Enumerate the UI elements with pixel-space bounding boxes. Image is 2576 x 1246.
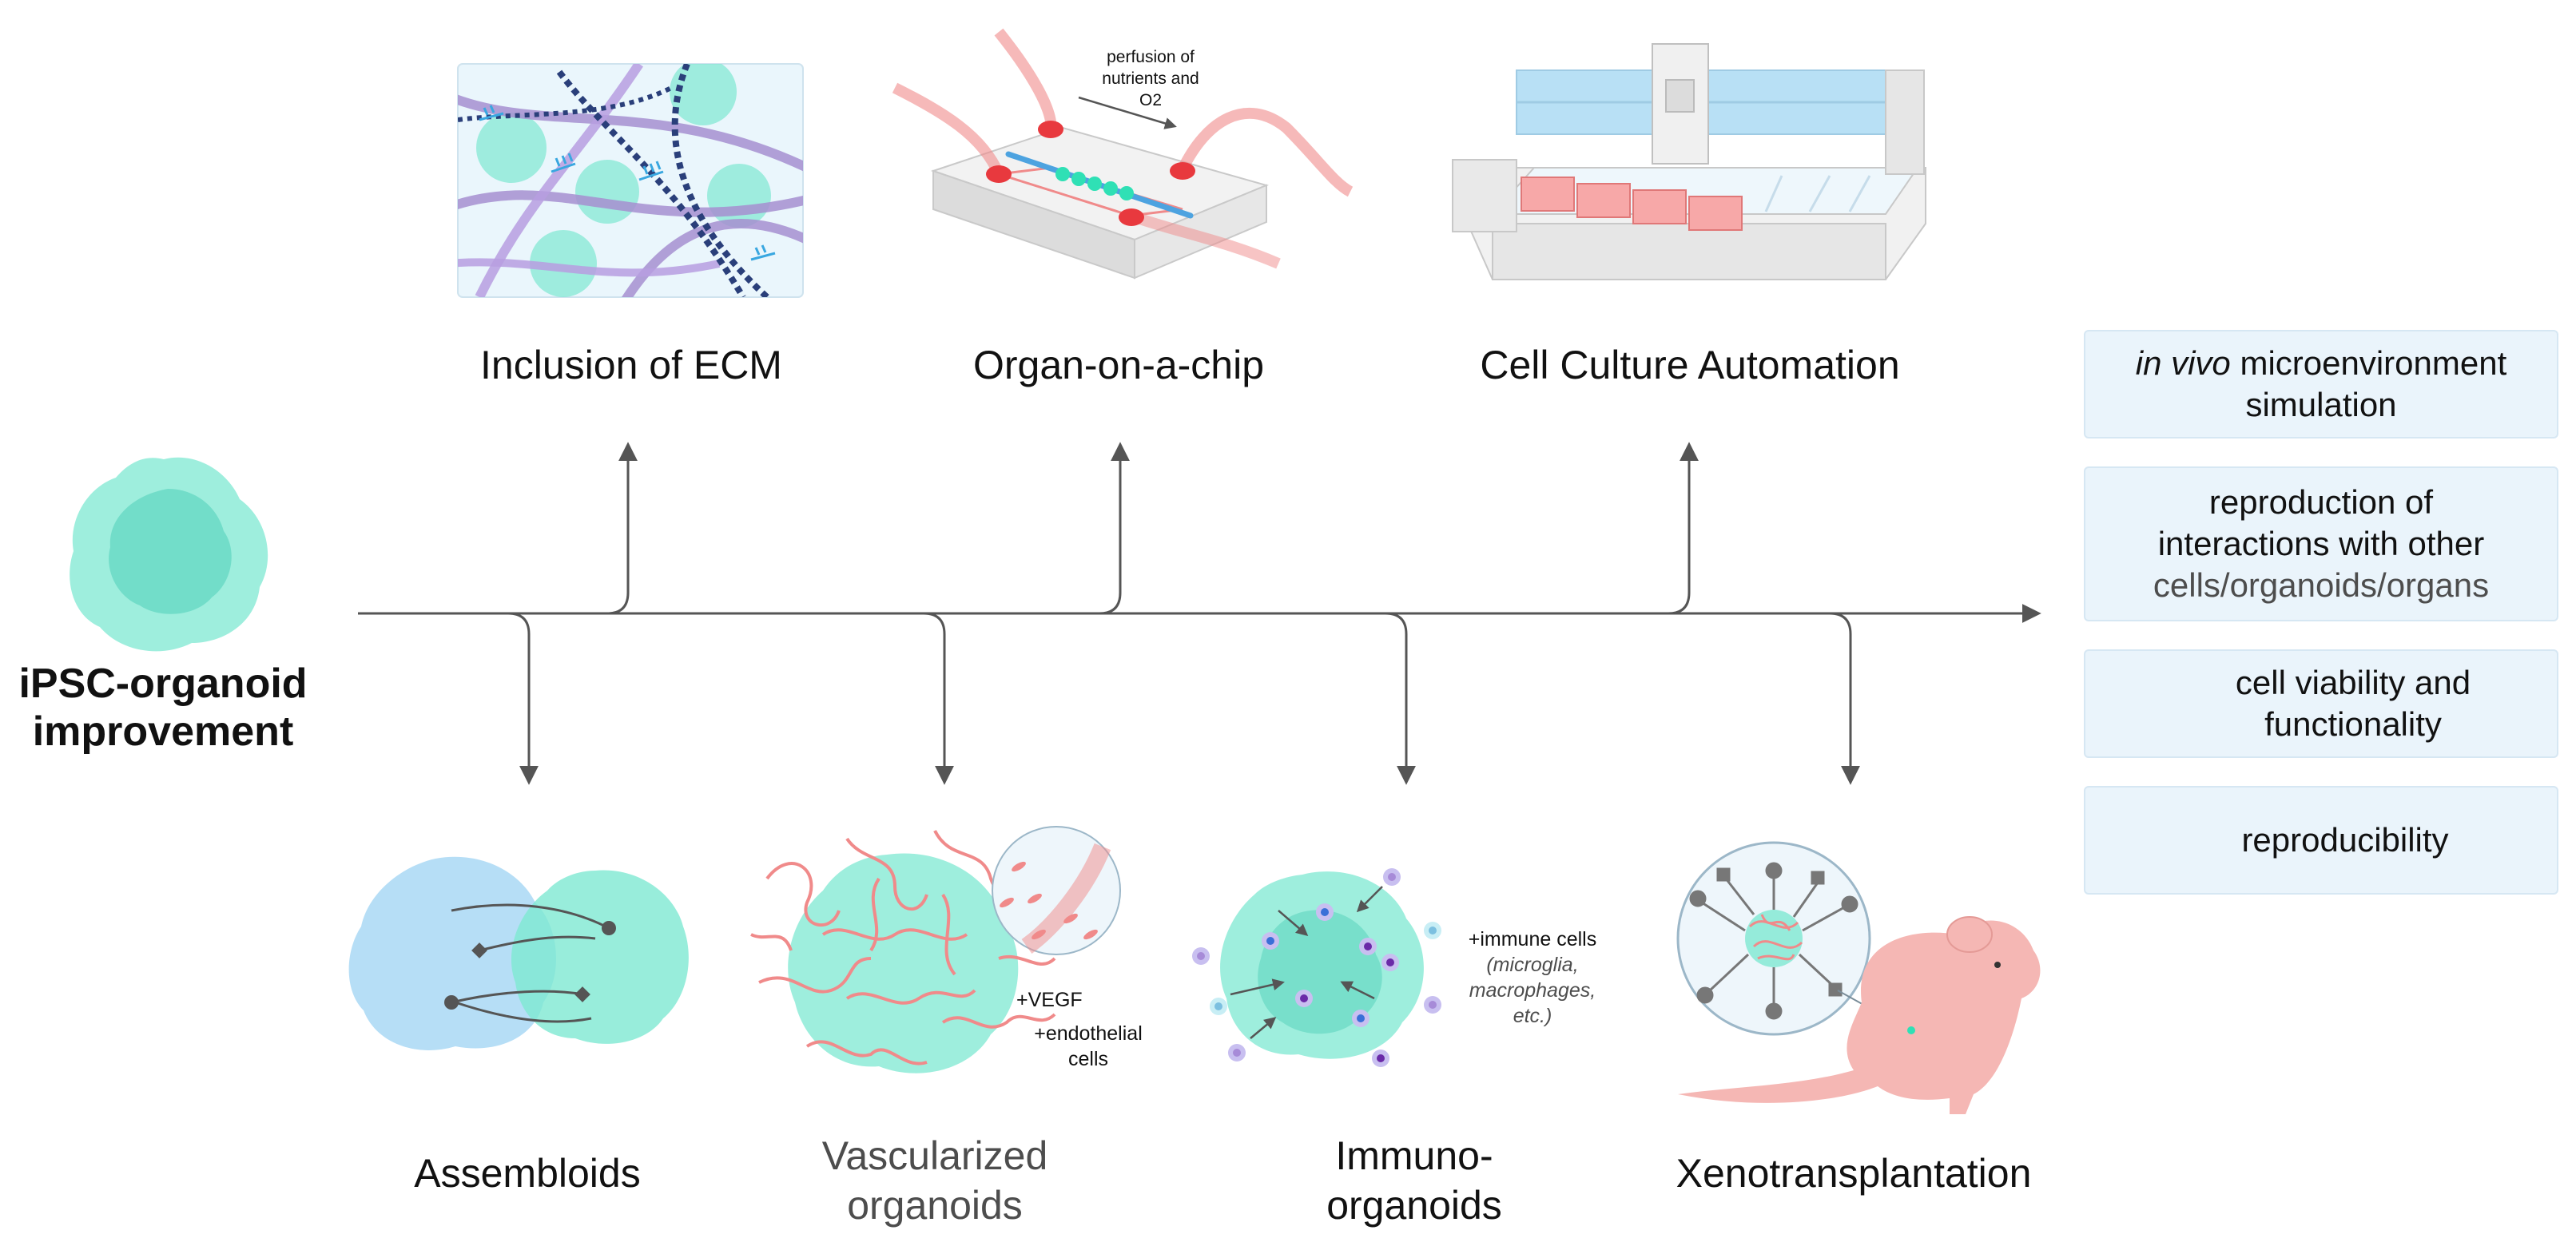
label-ecm: Inclusion of ECM [480, 343, 782, 387]
endothelial-line1: +endothelial [1034, 1022, 1143, 1045]
branch-assembloids [507, 612, 539, 785]
outcome-interactions-line3: cells/organoids/organs [2153, 566, 2490, 604]
outcome-interactions-line2: interactions with other [2157, 525, 2485, 562]
outcome-invivo-line2: simulation [2245, 386, 2397, 423]
outcome-interactions-line1: reproduction of [2208, 483, 2434, 521]
perfusion-line2: nutrients and [1102, 69, 1199, 88]
immuno-illustration [1192, 868, 1441, 1067]
outcome-viability-line1: cell viability and [2235, 664, 2471, 701]
label-vascularized: Vascularized organoids [767, 1131, 1103, 1230]
main-title-line2: improvement [32, 708, 294, 755]
annotation-endothelial: +endothelial cells [1008, 1021, 1168, 1072]
branch-vascularized [923, 612, 954, 785]
label-chip: Organ-on-a-chip [972, 343, 1265, 387]
vascularized-illustration [750, 826, 1121, 1073]
endothelial-line2: cells [1067, 1048, 1108, 1070]
main-title: iPSC-organoid improvement [11, 660, 315, 756]
label-assembloids: Assembloids [414, 1151, 641, 1196]
branch-immuno [1385, 612, 1416, 785]
outcome-viability-line2: functionality [2264, 705, 2442, 743]
label-immuno: Immuno- organoids [1246, 1131, 1582, 1230]
branch-xeno [1829, 612, 1860, 785]
label-vascularized-line2: organoids [847, 1183, 1023, 1228]
main-title-line1: iPSC-organoid [18, 661, 308, 707]
label-immuno-line2: organoids [1326, 1183, 1502, 1228]
label-immuno-line1: Immuno- [1335, 1133, 1493, 1178]
outcome-box-reproducibility: reproducibility [2084, 786, 2558, 895]
outcome-box-viability: cell viability and functionality [2084, 649, 2558, 758]
outcome-reproducibility-label: reproducibility [2241, 821, 2449, 859]
label-vascularized-line1: Vascularized [821, 1133, 1048, 1178]
immune-line2: (microglia, [1486, 954, 1579, 976]
outcome-invivo-italic: in vivo [2135, 344, 2231, 382]
branch-automation [1668, 442, 1699, 615]
xeno-illustration [1676, 841, 2041, 1114]
automation-illustration [1452, 43, 1926, 280]
annotation-perfusion: perfusion of nutrients and O2 [1063, 46, 1238, 111]
ecm-illustration [457, 63, 804, 298]
outcome-invivo-rest: microenvironment [2230, 344, 2507, 382]
perfusion-line1: perfusion of [1107, 48, 1195, 66]
outcome-box-invivo: in vivo microenvironment simulation [2084, 330, 2558, 438]
immune-line3: macrophages, [1469, 979, 1596, 1002]
organoid-icon [70, 457, 268, 652]
annotation-immune: +immune cells (microglia, macrophages, e… [1445, 927, 1620, 1029]
immune-line4: etc.) [1513, 1005, 1552, 1027]
chip-illustration [892, 28, 1354, 280]
branch-ecm [606, 442, 638, 615]
label-automation: Cell Culture Automation [1480, 343, 1900, 387]
branch-chip [1099, 442, 1130, 615]
perfusion-line3: O2 [1139, 91, 1162, 109]
outcome-box-interactions: reproduction of interactions with other … [2084, 466, 2558, 621]
assembloids-illustration [348, 856, 689, 1050]
annotation-vegf: +VEGF [1016, 989, 1083, 1011]
label-xeno: Xenotransplantation [1676, 1151, 2032, 1196]
immune-line1: +immune cells [1468, 928, 1597, 950]
